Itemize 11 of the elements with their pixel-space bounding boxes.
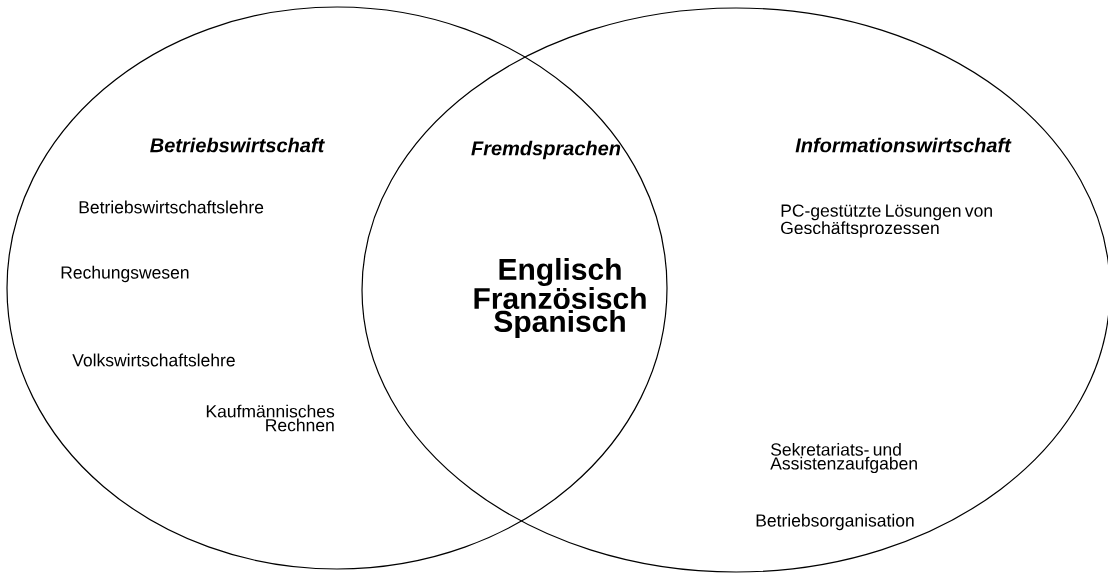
- list-item: Volkswirtschaftslehre: [72, 353, 235, 367]
- list-item: Sekretariats- und Assistenzaufgaben: [770, 442, 917, 474]
- list-item: Betriebsorganisation: [756, 513, 914, 531]
- list-item: PC-gestützte Lösungen von Geschäftsprozessen: [781, 204, 992, 238]
- heading: Betriebswirtschaft: [150, 137, 325, 153]
- heading: Fremdsprachen: [471, 140, 621, 160]
- heading: Informationswirtschaft: [795, 137, 1012, 153]
- list-item: Betriebswirtschaftslehre: [79, 200, 264, 214]
- language-list: Englisch Französisch Spanisch: [474, 257, 646, 339]
- list-item: Rechungswesen: [61, 265, 189, 283]
- list-item: Kaufmännisches Rechnen: [206, 404, 335, 432]
